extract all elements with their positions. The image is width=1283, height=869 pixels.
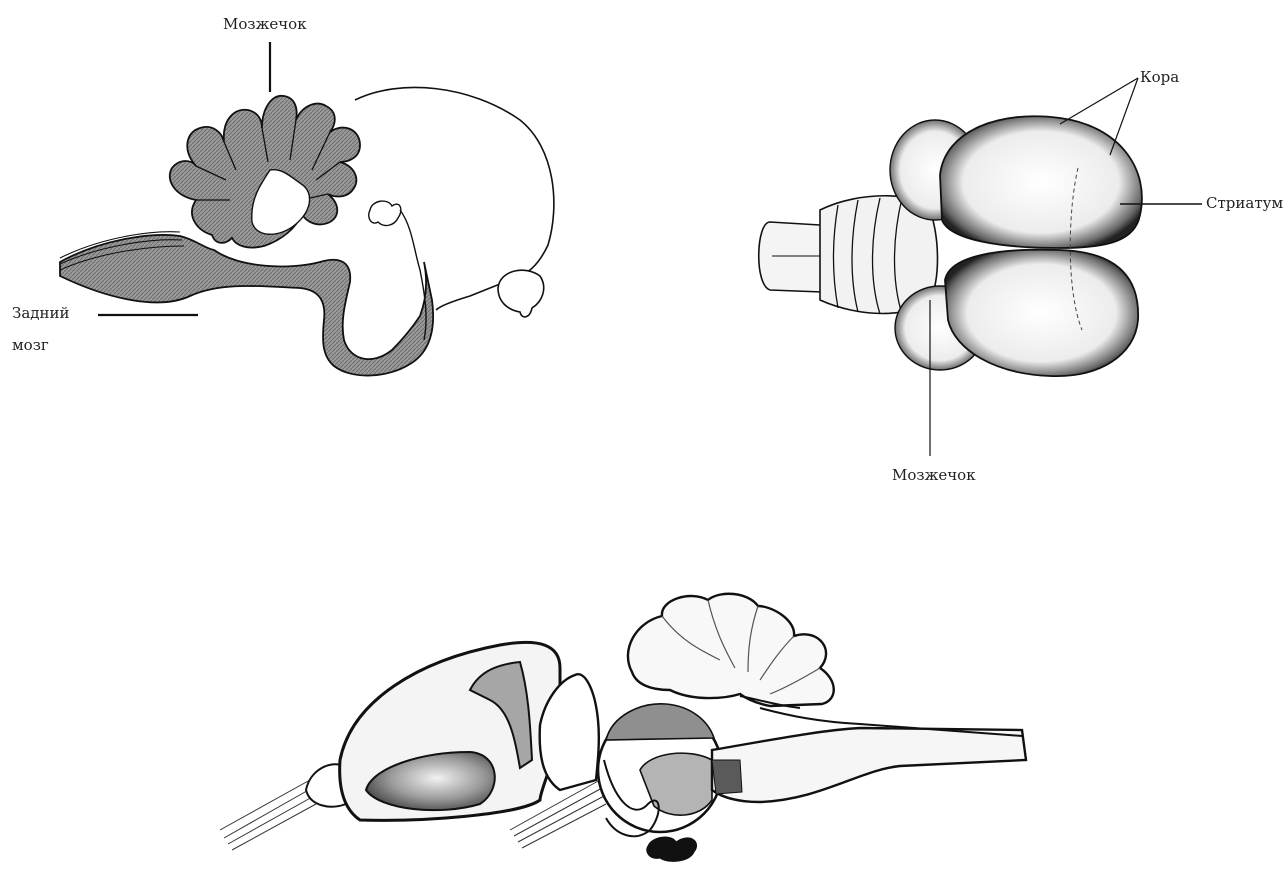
medulla-stub: [759, 222, 822, 292]
figure-dorsal-view: [759, 78, 1202, 456]
figure-sagittal-hindbrain: [60, 42, 554, 376]
pointer-cortex-2: [1110, 78, 1138, 155]
figure-bottom-sagittal: [220, 594, 1026, 862]
medulla-dark-segment: [712, 760, 742, 794]
label-cerebellum-top-left: Мозжечок: [223, 17, 307, 32]
label-hindbrain-line2: мозг: [12, 338, 49, 353]
optic-bulb: [498, 270, 544, 317]
label-cerebellum-top-right: Мозжечок: [892, 468, 976, 483]
midbrain-tag: [369, 201, 401, 225]
hemisphere-lower: [945, 250, 1138, 376]
pituitary: [647, 837, 697, 861]
medulla-bottom: [712, 728, 1026, 802]
optic-tectum-dark-cap: [606, 704, 714, 740]
label-hindbrain-line1: Задний: [12, 306, 70, 321]
cerebellum-bottom: [628, 594, 834, 706]
label-cortex: Кора: [1140, 70, 1179, 85]
hindbrain-shape: [60, 235, 433, 376]
hemisphere-upper: [940, 116, 1142, 248]
pointer-cortex-1: [1060, 78, 1138, 124]
label-striatum: Стриатум: [1206, 196, 1283, 211]
olfactory-fibers: [220, 780, 316, 850]
